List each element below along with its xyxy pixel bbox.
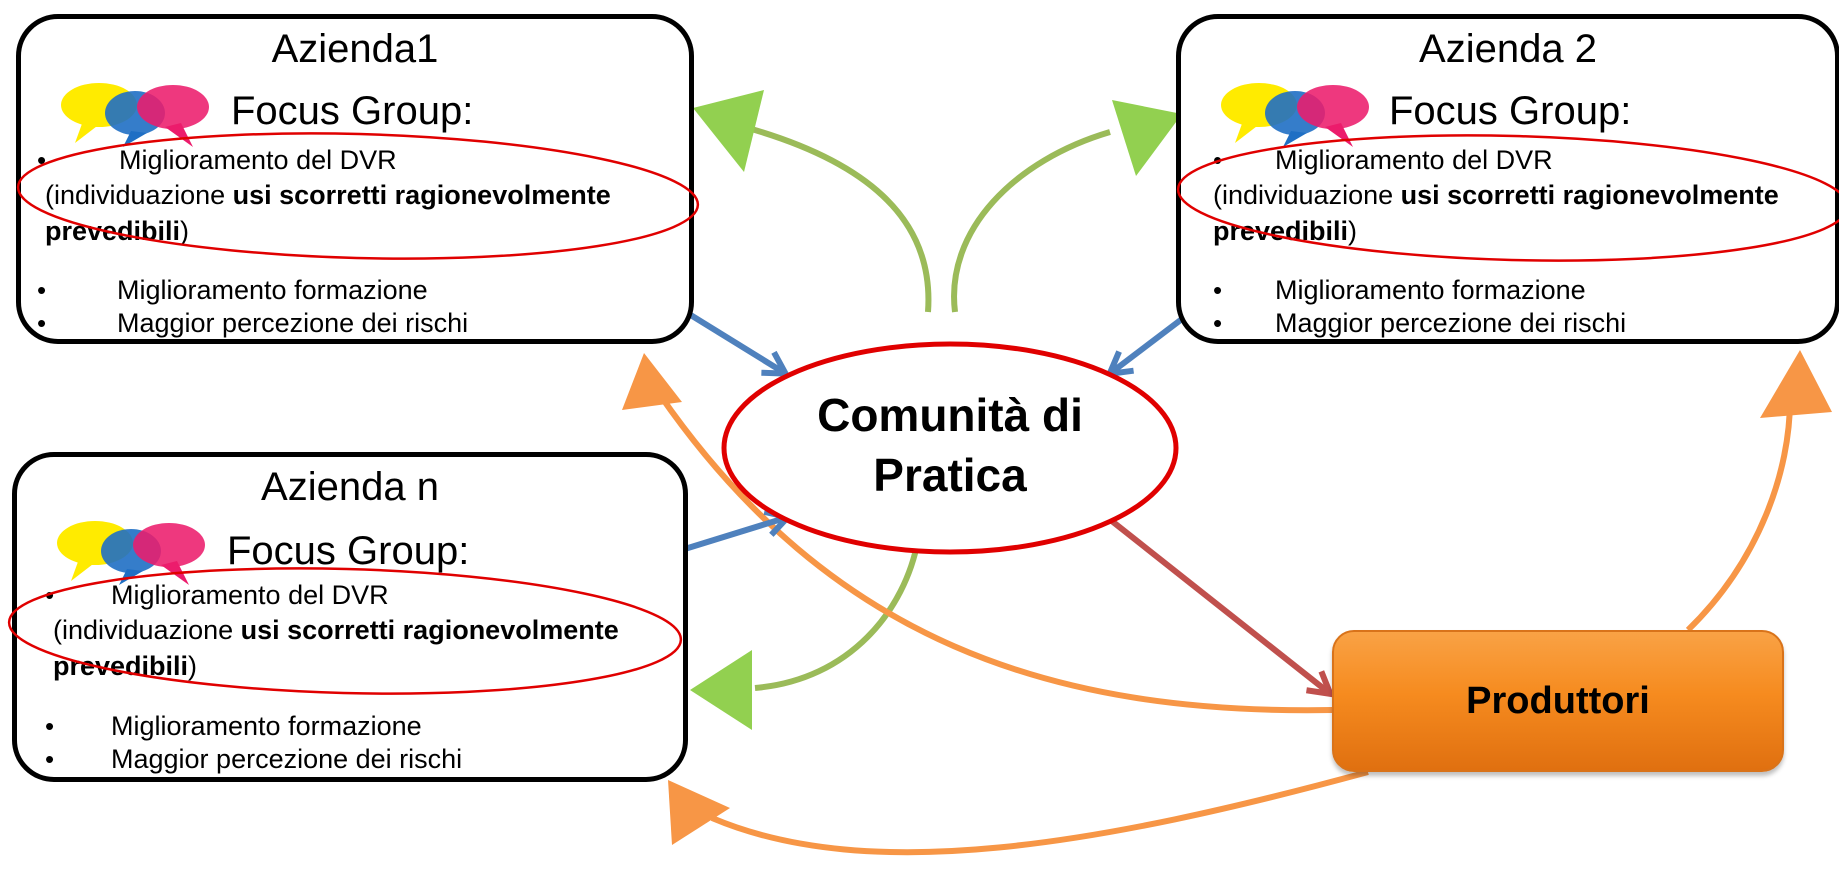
bullet: •: [37, 275, 47, 305]
dvr-detail-bold: prevedibili: [1213, 216, 1349, 246]
training-text: Miglioramento formazione: [117, 275, 428, 305]
training-text: Miglioramento formazione: [1275, 275, 1586, 305]
company-title: Azienda1: [271, 27, 439, 71]
dvr-detail-line1: (individuazione usi scorretti ragionevol…: [45, 179, 611, 211]
company-title: Azienda n: [261, 465, 439, 509]
red-arrow-to-producers: [1106, 515, 1336, 698]
dvr-detail-bold: prevedibili: [53, 651, 189, 681]
bullet: •: [1213, 275, 1223, 305]
dvr-detail-line1: (individuazione usi scorretti ragionevol…: [1213, 179, 1779, 211]
dvr-bullet-text: Miglioramento del DVR: [119, 145, 397, 175]
dvr-detail-line1: (individuazione usi scorretti ragionevol…: [53, 614, 619, 646]
dvr-detail-line2: prevedibili): [1213, 215, 1357, 247]
orange-arrowhead-azienda1: [622, 353, 682, 410]
orange-arrowhead-aziendan: [668, 780, 730, 845]
dvr-detail-post: ): [1348, 216, 1358, 246]
risk-text: Maggior percezione dei rischi: [111, 744, 463, 774]
bullet: •: [45, 744, 55, 774]
bullet: •: [1213, 308, 1223, 338]
bullet: •: [37, 145, 47, 175]
green-arrowhead-aziendan: [690, 650, 752, 730]
community-line1: Comunità di: [817, 389, 1083, 441]
dvr-detail-bold: usi scorretti ragionevolmente: [232, 180, 611, 210]
community-ellipse: [721, 341, 1179, 555]
orange-arrow-to-azienda1: [657, 393, 1334, 714]
company-box-azienda2: Azienda 2 Focus Group: • Miglioramento d…: [1176, 14, 1839, 344]
dvr-bullet-text: Miglioramento del DVR: [111, 580, 389, 610]
green-arrow-to-azienda2: [951, 129, 1111, 313]
focus-group-label: Focus Group:: [231, 89, 474, 133]
company-title: Azienda 2: [1419, 27, 1597, 71]
bullet: •: [45, 711, 55, 741]
dvr-detail-post: ): [188, 651, 198, 681]
focus-group-label: Focus Group:: [1389, 89, 1632, 133]
community-of-practice-label: Comunità di Pratica: [770, 385, 1130, 505]
dvr-detail-bold: usi scorretti ragionevolmente: [240, 615, 619, 645]
green-arrow-to-azienda1: [747, 125, 932, 313]
training-text: Miglioramento formazione: [111, 711, 422, 741]
dvr-detail-bold: prevedibili: [45, 216, 181, 246]
company-box-aziendan: Azienda n Focus Group: • Miglioramento d…: [12, 452, 688, 782]
dvr-detail-bold: usi scorretti ragionevolmente: [1400, 180, 1779, 210]
bullet: •: [37, 308, 47, 338]
risk-text: Maggior percezione dei rischi: [1275, 308, 1627, 338]
green-arrowhead-azienda1: [693, 90, 764, 172]
dvr-bullet-text: Miglioramento del DVR: [1275, 145, 1553, 175]
bullet: •: [45, 580, 55, 610]
risk-text: Maggior percezione dei rischi: [117, 308, 469, 338]
company-box-azienda1: Azienda1 Focus Group: • Miglioramento de…: [16, 14, 694, 344]
orange-arrow-to-aziendan: [710, 769, 1369, 856]
orange-arrowhead-azienda2: [1760, 350, 1832, 418]
dvr-detail-post: ): [180, 216, 190, 246]
speech-bubbles-icon: [61, 83, 209, 147]
dvr-detail-line2: prevedibili): [53, 650, 197, 682]
producers-box: Produttori: [1332, 630, 1784, 772]
speech-bubbles-icon: [57, 521, 205, 585]
speech-bubbles-icon: [1221, 83, 1369, 147]
community-line2: Pratica: [873, 449, 1027, 501]
dvr-detail-pre: (individuazione: [45, 180, 233, 210]
producers-label: Produttori: [1466, 679, 1650, 722]
bullet: •: [1213, 145, 1223, 175]
green-arrow-to-aziendan: [754, 539, 921, 691]
dvr-detail-pre: (individuazione: [53, 615, 241, 645]
dvr-detail-line2: prevedibili): [45, 215, 189, 247]
focus-group-label: Focus Group:: [227, 529, 470, 573]
orange-arrow-to-azienda2: [1685, 399, 1793, 633]
green-arrowhead-azienda2: [1112, 100, 1182, 176]
dvr-detail-pre: (individuazione: [1213, 180, 1401, 210]
